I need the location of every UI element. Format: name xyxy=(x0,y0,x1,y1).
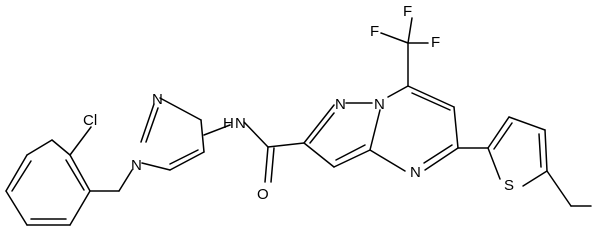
chlorobenzyl-ring xyxy=(5,139,91,226)
bond xyxy=(5,154,28,192)
pyrazolo-n1-label: N xyxy=(335,96,346,113)
bond xyxy=(141,162,171,171)
pyrazole-n1-label: N xyxy=(131,157,142,174)
bond xyxy=(411,92,451,111)
bond xyxy=(159,97,202,121)
bond xyxy=(140,103,155,143)
bond xyxy=(69,190,91,226)
bond xyxy=(538,133,542,168)
bond xyxy=(169,149,199,165)
bond xyxy=(487,116,510,149)
bond xyxy=(303,104,335,144)
bond-c-f xyxy=(380,32,409,44)
pyrazolo-ring xyxy=(303,102,381,168)
bond xyxy=(200,119,205,153)
bond-nh-co xyxy=(243,121,269,148)
fluorine-right-label: F xyxy=(431,34,440,51)
bond xyxy=(522,170,548,187)
bridgehead-n-label: N xyxy=(374,96,385,113)
bond xyxy=(333,149,371,168)
bond xyxy=(65,159,85,191)
bond xyxy=(508,116,546,131)
bond-c-nh xyxy=(203,124,231,136)
bond xyxy=(407,85,455,108)
bond-co xyxy=(270,147,275,183)
bond xyxy=(487,147,501,180)
bond xyxy=(453,106,459,149)
bond xyxy=(309,112,335,144)
molecule-drawing: Cl N N H N O N N N F F F S xyxy=(5,3,592,226)
bond xyxy=(369,109,381,151)
bond xyxy=(493,122,513,150)
pyrazole-ring xyxy=(140,97,205,171)
bond xyxy=(423,144,453,164)
bond-ethyl xyxy=(546,170,572,207)
bond xyxy=(169,151,205,171)
pyrazole-n2-label: N xyxy=(152,91,163,108)
fluorine-left-label: F xyxy=(370,23,379,40)
bond xyxy=(303,142,335,168)
bond xyxy=(145,107,159,143)
bond-co xyxy=(264,146,269,183)
sulfur-label: S xyxy=(504,177,514,194)
bond xyxy=(26,139,53,156)
amide-h-label: H xyxy=(223,115,234,132)
bond xyxy=(544,129,548,172)
bond-c-f xyxy=(407,17,413,44)
bond xyxy=(11,160,32,192)
bond xyxy=(69,154,91,192)
bond xyxy=(335,144,366,161)
bond xyxy=(51,139,71,156)
carbonyl-o-label: O xyxy=(257,186,269,203)
bond-co-c2 xyxy=(267,142,305,148)
bond xyxy=(5,190,28,226)
bond xyxy=(369,149,406,172)
pyrimidine-n4-label: N xyxy=(410,164,421,181)
thiophene-ring xyxy=(487,116,548,187)
fluorine-top-label: F xyxy=(403,3,412,20)
bond xyxy=(387,85,409,98)
chlorine-label: Cl xyxy=(83,112,97,129)
bond xyxy=(424,147,459,171)
amide-n-label: N xyxy=(235,115,246,132)
bond-c-cl xyxy=(69,126,92,156)
pyrimidine-ring xyxy=(369,85,459,172)
structure-canvas: Cl N N H N O N N N F F F S xyxy=(5,3,592,226)
bond-ch2-n xyxy=(118,169,133,192)
